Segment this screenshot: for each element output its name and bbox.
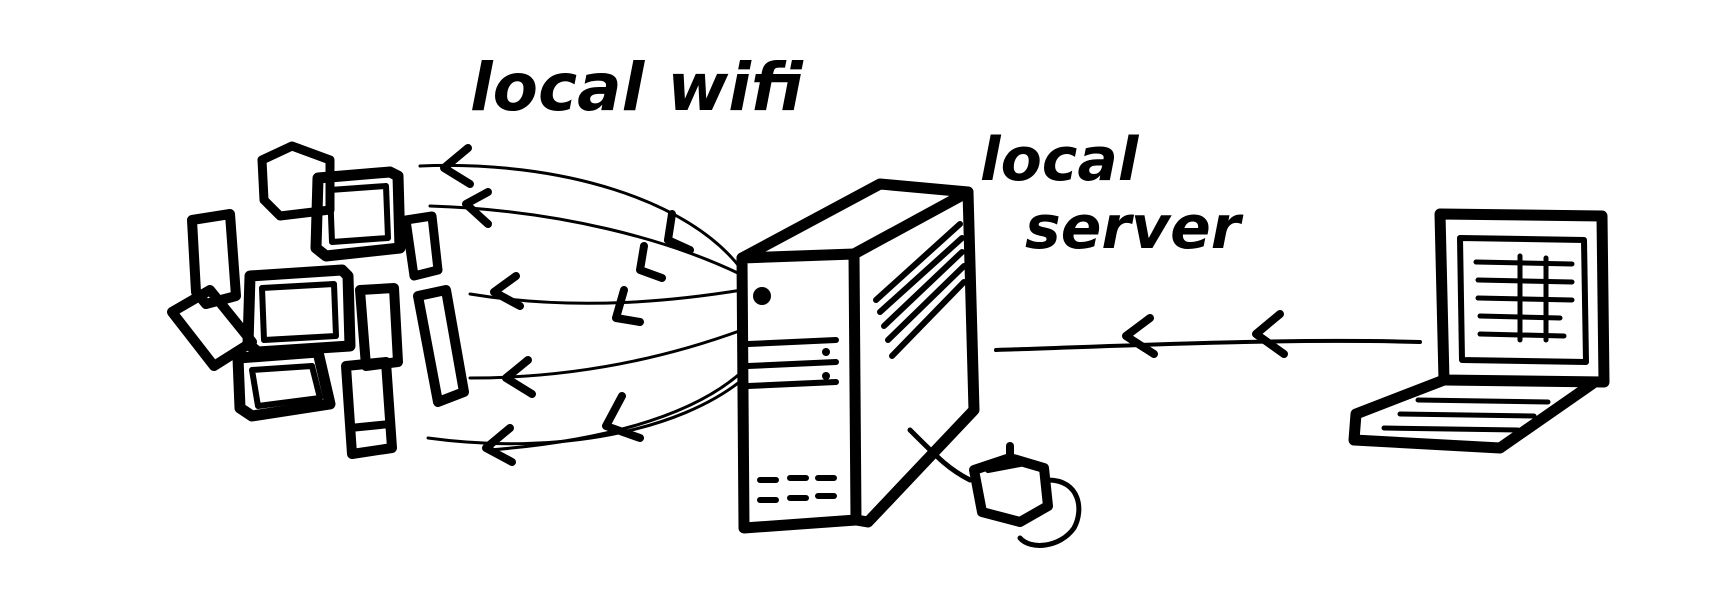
server-tower-icon [736, 178, 980, 534]
wireless-arrowheads [440, 144, 694, 466]
laptop-icon [1348, 208, 1610, 454]
wifi-label: local wifi [470, 49, 804, 126]
server-label-line2: server [1025, 193, 1244, 263]
server-label-line1: local [980, 125, 1140, 195]
router-icon [907, 427, 1082, 548]
devices-cluster-icon [167, 141, 469, 459]
wired-link [994, 310, 1422, 358]
